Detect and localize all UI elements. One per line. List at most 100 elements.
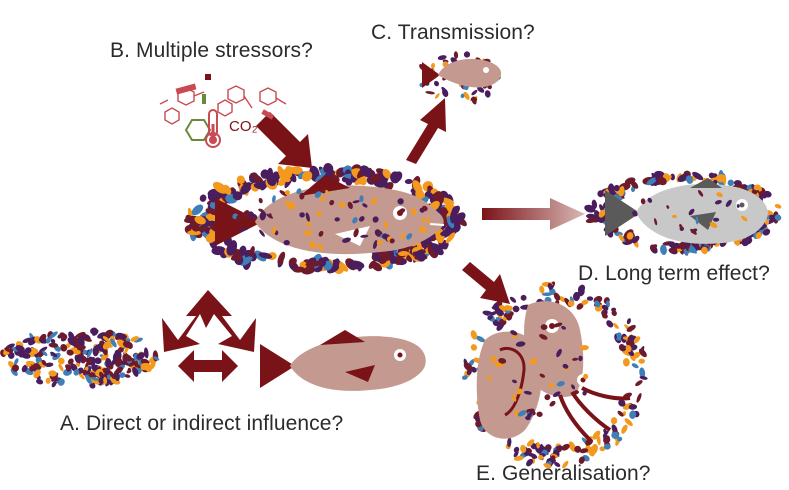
- microbe: [433, 80, 440, 87]
- microbe: [601, 309, 606, 315]
- microbe: [122, 353, 133, 362]
- microbe: [105, 357, 112, 367]
- molecule-icon: [159, 85, 287, 125]
- label-c: C. Transmission?: [371, 21, 535, 44]
- microbe: [317, 243, 324, 251]
- microbe: [49, 331, 58, 339]
- microbe: [360, 165, 372, 178]
- microbe: [471, 96, 477, 105]
- microbe: [599, 446, 606, 452]
- microbe: [4, 347, 12, 353]
- microbe: [240, 182, 252, 195]
- microbe: [397, 198, 404, 205]
- microbe: [249, 246, 255, 257]
- microbe: [352, 217, 358, 224]
- microbe: [621, 424, 628, 434]
- microbe: [628, 404, 638, 410]
- microbe: [103, 376, 108, 385]
- microbe: [547, 283, 553, 290]
- microbe: [362, 203, 368, 208]
- microbe: [578, 456, 585, 464]
- microbe: [250, 172, 264, 183]
- microbe: [764, 219, 770, 225]
- microbe: [470, 344, 478, 351]
- microbe: [108, 370, 116, 380]
- microbe: [592, 430, 601, 440]
- microbe: [126, 369, 132, 374]
- microbe: [626, 318, 631, 325]
- microbe: [419, 226, 427, 233]
- microbe: [624, 418, 633, 427]
- microbe: [554, 461, 561, 468]
- arrow-b: [256, 112, 312, 168]
- microbe: [562, 460, 569, 469]
- microbe: [529, 358, 538, 365]
- microbe: [470, 330, 478, 340]
- microbe: [585, 217, 598, 224]
- microbe: [568, 441, 576, 452]
- microbe: [279, 190, 287, 197]
- microbe: [526, 452, 537, 458]
- central-fish: [215, 175, 445, 255]
- microbe: [539, 285, 545, 294]
- microbe: [668, 241, 676, 249]
- microbe: [583, 373, 589, 380]
- microbe: [390, 171, 401, 184]
- microbe: [41, 359, 47, 366]
- microbe: [352, 200, 360, 204]
- microbe: [549, 288, 556, 295]
- microbe: [733, 239, 741, 246]
- microbe: [410, 208, 417, 216]
- microbe: [315, 172, 327, 182]
- microbe: [110, 338, 117, 348]
- microbe: [430, 243, 444, 256]
- microbe: [359, 216, 365, 222]
- microbe: [688, 208, 695, 216]
- microbe: [325, 189, 329, 196]
- microbe: [536, 411, 543, 418]
- microbe: [539, 334, 548, 340]
- microbe: [60, 344, 68, 352]
- microbe: [679, 224, 683, 229]
- microbe: [588, 446, 596, 457]
- microbe: [398, 208, 406, 214]
- microbe: [617, 410, 624, 417]
- microbe: [581, 299, 589, 305]
- microbe: [150, 359, 156, 370]
- microbe: [319, 196, 325, 202]
- microbe: [774, 204, 782, 209]
- microbe: [685, 175, 693, 183]
- microbe: [586, 213, 596, 219]
- microbe: [48, 370, 57, 377]
- microbe: [567, 300, 575, 307]
- thermometer-icon: [205, 109, 221, 148]
- microbe: [258, 197, 263, 204]
- microbe: [425, 91, 435, 95]
- microbe: [360, 234, 369, 238]
- microbe: [427, 216, 431, 224]
- microbe: [253, 183, 265, 190]
- microbe: [774, 214, 782, 221]
- microbe: [692, 171, 704, 181]
- microbe: [57, 357, 65, 365]
- microbe: [618, 399, 626, 407]
- microbe: [639, 367, 646, 378]
- microbe: [284, 200, 291, 206]
- microbe: [95, 344, 105, 352]
- microbe: [58, 363, 64, 372]
- microbe: [11, 364, 20, 372]
- microbe: [232, 191, 243, 201]
- microbe: [671, 214, 677, 219]
- transmission-fish: [422, 58, 502, 88]
- microbe: [515, 341, 526, 347]
- microbe: [288, 257, 297, 266]
- microbe: [475, 335, 486, 343]
- microbe: [296, 188, 302, 195]
- microbe: [713, 217, 720, 222]
- microbe: [708, 172, 715, 179]
- microbe: [553, 292, 561, 301]
- microbe: [549, 400, 556, 407]
- microbe: [602, 430, 609, 437]
- microbe: [541, 292, 553, 297]
- stressors: [159, 74, 287, 148]
